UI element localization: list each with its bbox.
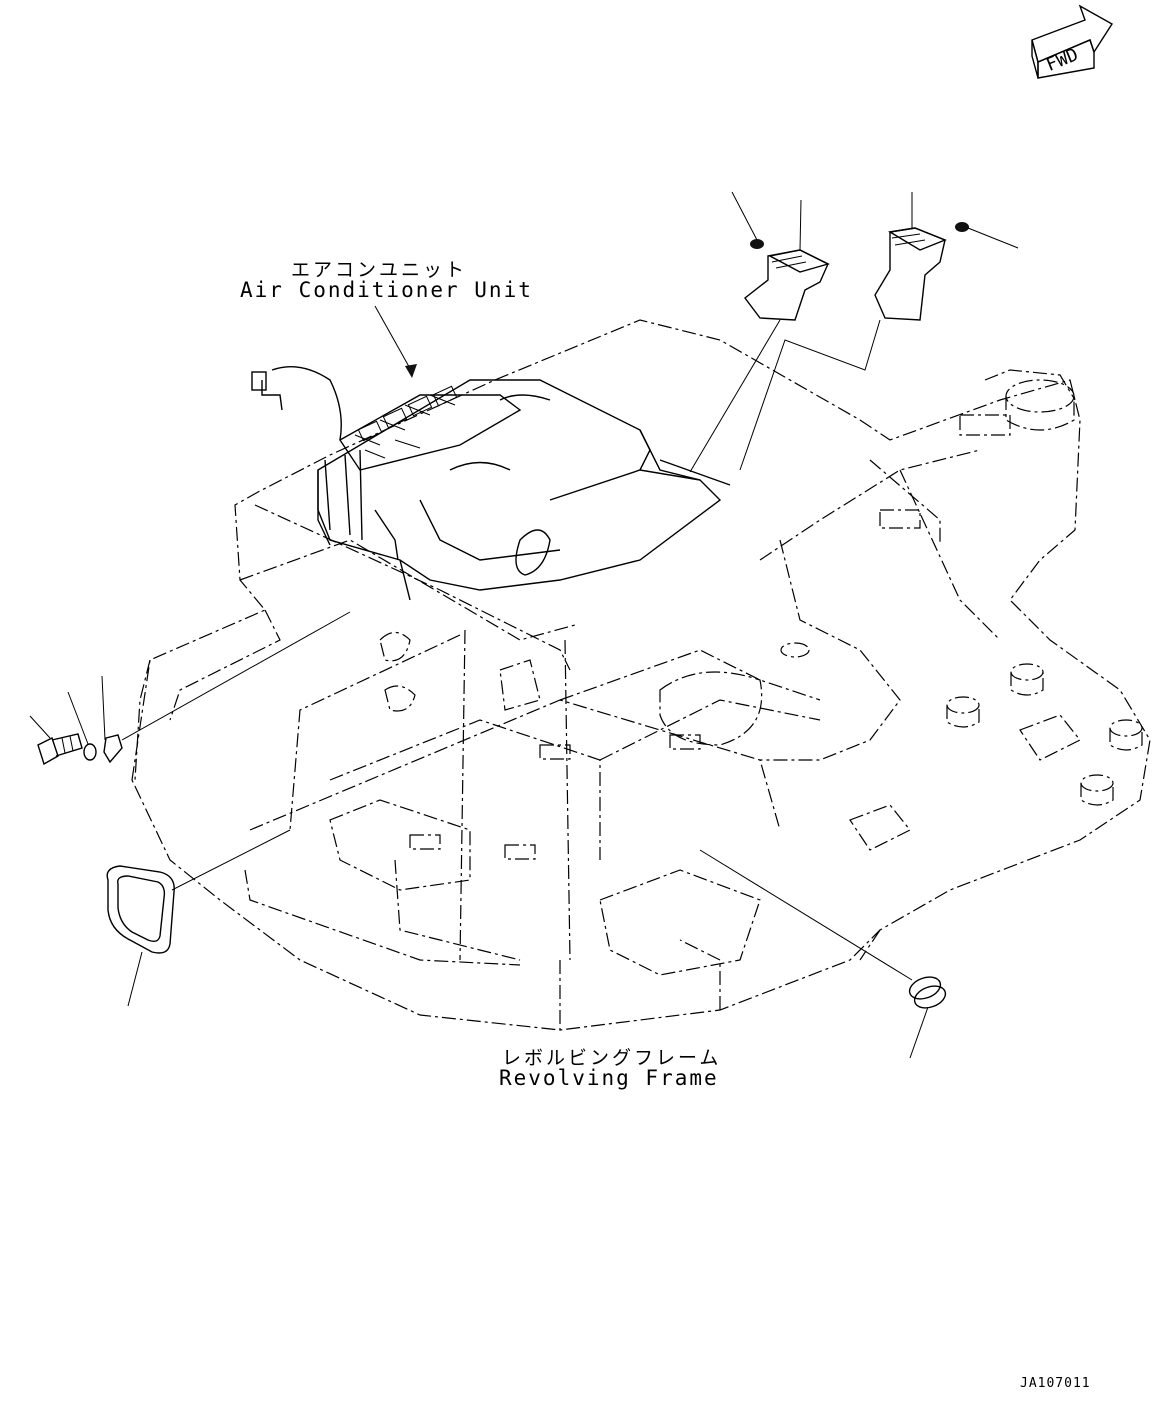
revolving-frame-label-en: Revolving Frame bbox=[499, 1066, 719, 1090]
drawing-code: JA107011 bbox=[1020, 1376, 1091, 1391]
clamp bbox=[101, 611, 351, 764]
duct-left bbox=[689, 199, 830, 473]
grommet bbox=[699, 849, 947, 1059]
washer bbox=[67, 691, 97, 761]
air-conditioner-unit bbox=[251, 366, 731, 601]
revolving-frame-label-jp: レボルビングフレーム bbox=[502, 1047, 722, 1069]
ac-label-arrowhead bbox=[405, 364, 417, 378]
air-conditioner-label-jp: エアコンユニット bbox=[291, 259, 468, 281]
air-conditioner-label-en: Air Conditioner Unit bbox=[240, 278, 533, 302]
seal-frame bbox=[106, 829, 291, 1007]
ac-label-leader bbox=[374, 305, 413, 373]
nut-left bbox=[731, 191, 764, 249]
revolving-frame bbox=[131, 319, 1151, 1031]
fwd-arrow-icon: FWD bbox=[1031, 4, 1113, 79]
duct-right bbox=[739, 192, 947, 471]
nut-right bbox=[955, 222, 1019, 249]
bolt bbox=[29, 715, 83, 766]
